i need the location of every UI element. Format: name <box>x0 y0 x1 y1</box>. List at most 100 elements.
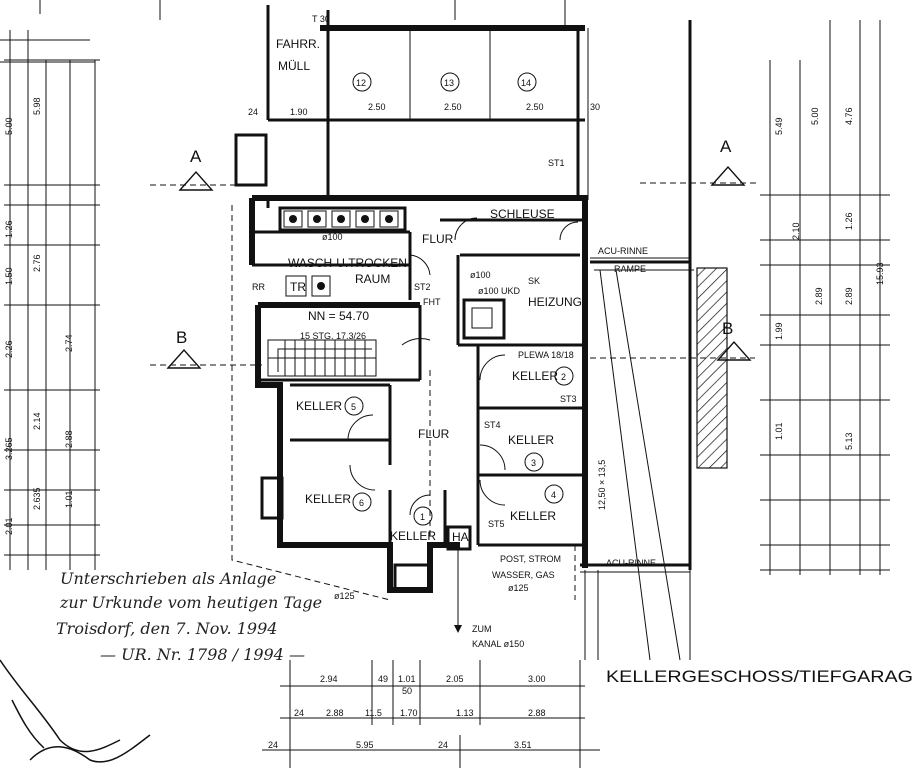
dim-label: 2.89 <box>844 287 854 305</box>
pipe-label: ST1 <box>548 158 565 168</box>
room-label: KELLER <box>512 369 558 383</box>
room-label: RAMPE <box>614 264 646 274</box>
section-label: A <box>190 147 202 166</box>
dim-label: 2.94 <box>320 674 338 684</box>
section-marker-a-left: A <box>150 147 260 191</box>
stamp-line: Troisdorf, den 7. Nov. 1994 <box>56 619 277 638</box>
room-labels: FLUR SCHLEUSE WASCH-U.TROCKEN RAUM TR HE… <box>288 207 656 649</box>
stairs-label: 15 STG. 17.3/26 <box>300 331 366 341</box>
dim-label: 5.00 <box>810 107 820 125</box>
right-dimension-lines <box>760 20 890 575</box>
space-number-badge <box>352 72 372 92</box>
room-number: 1 <box>420 512 425 522</box>
room-label: WASCH-U.TROCKEN <box>288 256 407 270</box>
right-dimension-labels: 5.49 5.00 4.76 2.10 1.26 15.93 2.89 2.89… <box>774 107 885 450</box>
dim-label: T 30 <box>312 14 330 24</box>
room-label: HEIZUNG <box>528 295 582 309</box>
section-label: B <box>722 319 733 338</box>
room-label: TR <box>290 280 306 294</box>
space-number-badge <box>440 72 460 92</box>
room-label: PLEWA 18/18 <box>518 350 574 360</box>
dim-label: 5.95 <box>356 740 374 750</box>
room-label: POST, STROM <box>500 554 561 564</box>
dim-label: 3.00 <box>528 674 546 684</box>
dim-label: 2.26 <box>4 340 14 358</box>
room-label: FLUR <box>422 232 454 246</box>
space-number: 13 <box>444 78 454 88</box>
dim-label: 3.265 <box>4 437 14 460</box>
exterior-dashed-outline <box>231 205 576 601</box>
room-label: MÜLL <box>278 59 310 73</box>
handwritten-signature <box>0 659 151 763</box>
garage-labels: FAHRR. MÜLL T 30 12 13 14 1.90 2.50 2.50… <box>248 14 600 168</box>
dim-label: 12,50 × 13,5 <box>597 460 607 510</box>
stamp-line: zur Urkunde vom heutigen Tage <box>59 593 322 612</box>
room-number: 4 <box>551 490 556 500</box>
section-label: A <box>720 137 732 156</box>
wash-fixtures <box>278 206 506 340</box>
dim-label: 2.88 <box>326 708 344 718</box>
drawing-title: KELLERGESCHOSS/TIEFGARAG <box>606 667 913 686</box>
pipe-label: ø100 <box>470 270 491 280</box>
staircase <box>267 339 377 377</box>
dim-label: 5.13 <box>844 432 854 450</box>
dim-label: 5.98 <box>32 97 42 115</box>
section-marker-b-right: B <box>590 319 755 361</box>
dim-label: 2.50 <box>444 102 462 112</box>
dim-label: 5.00 <box>4 117 14 135</box>
dim-label: 2.76 <box>32 254 42 272</box>
dim-label: 2.88 <box>64 430 74 448</box>
dim-label: 1.01 <box>774 422 784 440</box>
dim-label: 2.10 <box>791 222 801 240</box>
space-number: 14 <box>521 78 531 88</box>
dim-label: 2.74 <box>64 334 74 352</box>
bottom-dimension-lines <box>262 660 600 768</box>
pipe-label: SK <box>528 276 540 286</box>
dim-label: 1.01 <box>398 674 416 684</box>
dim-label: 49 <box>378 674 388 684</box>
dim-label: 2.50 <box>368 102 386 112</box>
room-label: ACU-RINNE <box>606 558 656 568</box>
room-number: 2 <box>561 372 566 382</box>
dim-label: 2.05 <box>446 674 464 684</box>
dim-label: 24 <box>438 740 448 750</box>
space-number-badge <box>517 72 537 92</box>
ramp-area <box>580 20 728 661</box>
room-label: KELLER <box>510 509 556 523</box>
room-label: HA <box>452 530 469 544</box>
pipe-label: ø100 UKD <box>478 286 521 296</box>
notary-stamp: Unterschrieben als Anlage zur Urkunde vo… <box>56 569 322 664</box>
level-label: NN = 54.70 <box>308 309 369 323</box>
dim-label: 1.70 <box>400 708 418 718</box>
dim-label: 24 <box>294 708 304 718</box>
room-label: KELLER <box>508 433 554 447</box>
room-number: 6 <box>359 498 364 508</box>
room-label: KANAL ø150 <box>472 639 524 649</box>
room-label: RAUM <box>355 272 390 286</box>
dim-label: 15.93 <box>875 262 885 285</box>
dim-label: 2.14 <box>32 412 42 430</box>
room-label: KELLER <box>296 399 342 413</box>
pipe-label: ø125 <box>334 591 355 601</box>
space-number: 12 <box>356 78 366 88</box>
room-label: ZUM <box>472 624 492 634</box>
dim-label: 50 <box>402 686 412 696</box>
pipe-label: ø100 <box>322 232 343 242</box>
dim-label: 2.01 <box>4 517 14 535</box>
dim-label: 2.635 <box>32 487 42 510</box>
door-swings <box>347 217 579 516</box>
dim-label: 1.01 <box>64 490 74 508</box>
dim-label: 4.76 <box>844 107 854 125</box>
room-number: 3 <box>531 458 536 468</box>
dim-label: 5.49 <box>774 117 784 135</box>
bottom-dimension-labels: 2.94 49 1.01 50 2.05 3.00 24 2.88 11.5 1… <box>268 674 546 750</box>
stamp-line: Unterschrieben als Anlage <box>60 569 276 588</box>
dim-label: 30 <box>590 102 600 112</box>
left-dimension-labels: 5.00 5.98 1.26 1.50 2.76 2.74 2.26 3.265… <box>4 97 74 535</box>
dim-label: 1.90 <box>290 107 308 117</box>
room-label: FLUR <box>418 427 450 441</box>
room-number-badges: 5 6 1 2 3 4 <box>344 366 574 526</box>
room-number: 5 <box>351 402 356 412</box>
dim-label: 1.26 <box>4 220 14 238</box>
room-label: KELLER <box>390 529 436 543</box>
